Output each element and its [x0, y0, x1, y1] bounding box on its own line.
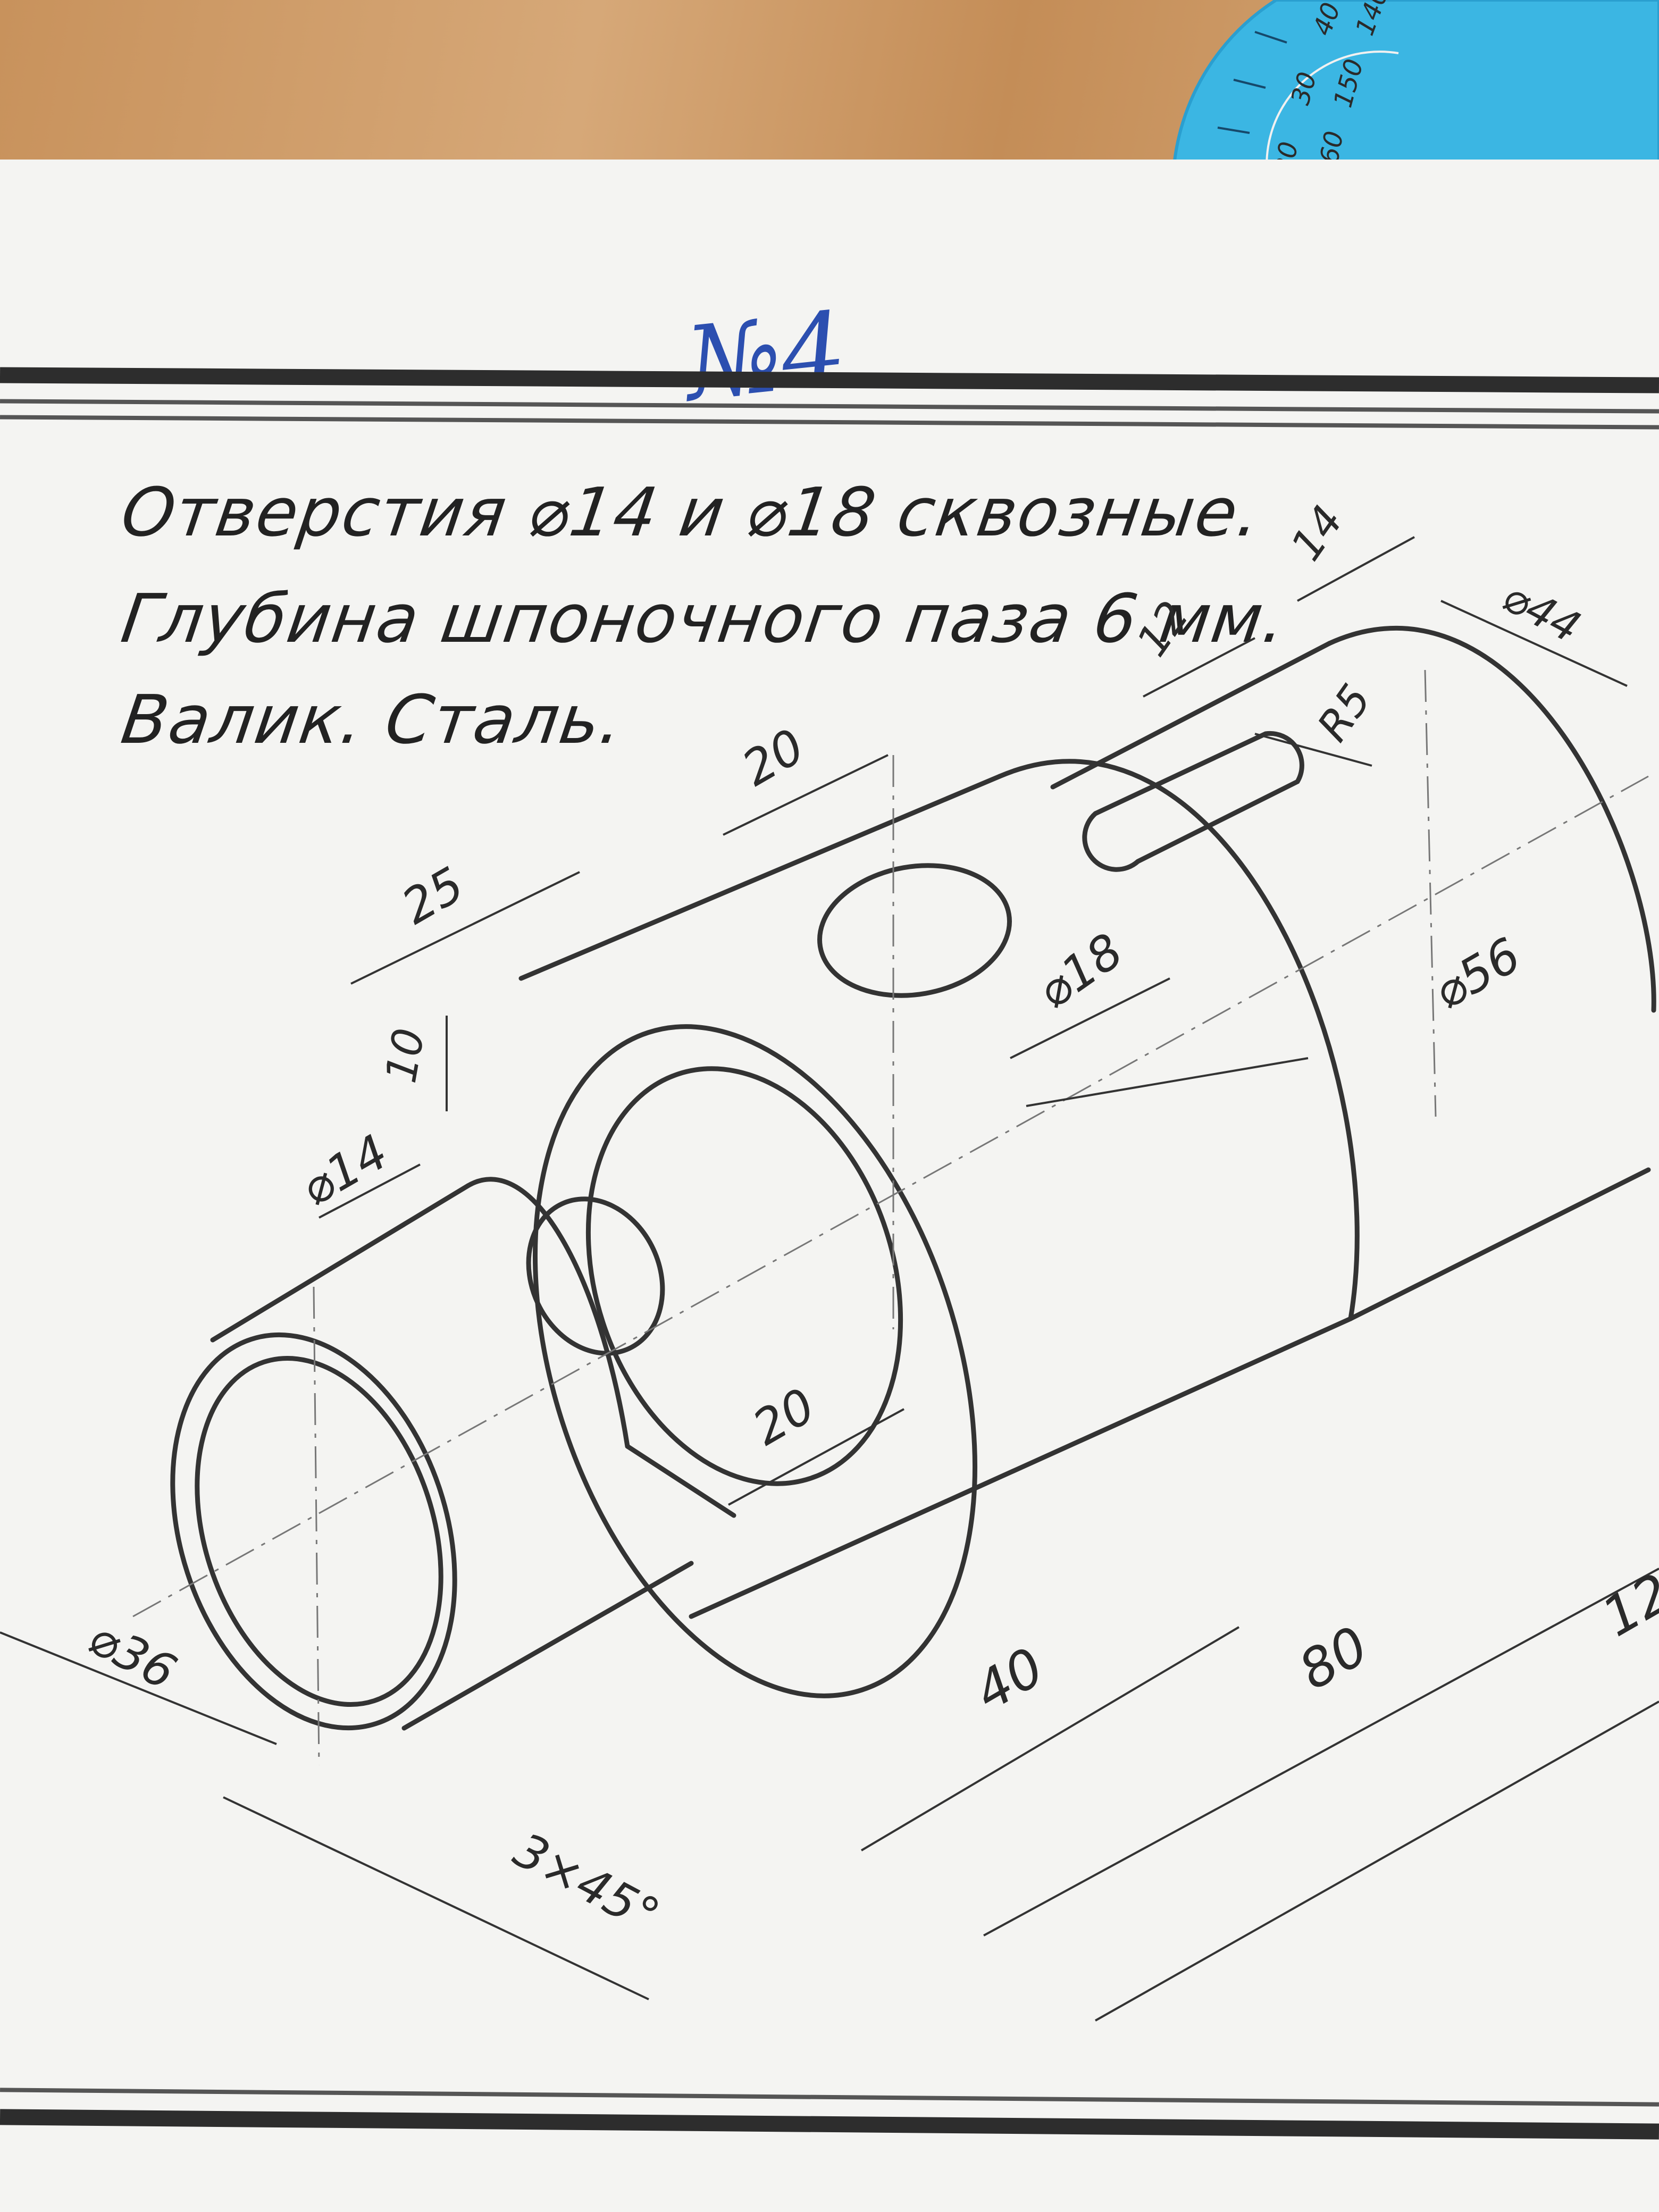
small-cylinder-bottom [401, 1561, 694, 1731]
keyway-axis [1424, 669, 1437, 1117]
collar-inner [585, 1066, 903, 1486]
right-shaft-bottom [1348, 1167, 1651, 1321]
right-shaft-end [1327, 626, 1656, 1013]
dim-25: 25 [393, 857, 474, 935]
slot-front-face [465, 1177, 630, 1449]
dim-dia56: ⌀56 [1425, 927, 1530, 1020]
right-shaft-top [1050, 641, 1332, 790]
dim-12-partial: 12 [1592, 1561, 1659, 1649]
large-cylinder-bottom [689, 1316, 1353, 1619]
hole-dia14 [526, 1196, 665, 1356]
dim-14-top: 14 [1281, 497, 1353, 569]
hole-axis-14 [313, 1286, 320, 1766]
small-cylinder-top [210, 1183, 471, 1343]
end-face-chamfer [195, 1356, 443, 1707]
end-face-outer [170, 1332, 457, 1731]
dim-10: 10 [376, 1025, 434, 1086]
dim-80: 80 [1289, 1614, 1379, 1702]
slot-bottom-edge [625, 1444, 736, 1518]
main-axis [132, 775, 1649, 1618]
dim-40: 40 [965, 1636, 1054, 1723]
large-cylinder-top [518, 774, 1002, 981]
keyway [1082, 731, 1304, 872]
hole-dia18 [817, 863, 1012, 998]
paper-sheet [0, 160, 1659, 2212]
dim-dia44: ⌀44 [1495, 572, 1588, 653]
dim-chamfer: 3×45° [505, 1822, 668, 1945]
large-cylinder-end [997, 759, 1360, 1321]
collar-outer [533, 1024, 977, 1698]
dim-20-top: 20 [733, 718, 814, 797]
dim-r5: R5 [1308, 675, 1380, 750]
dim-20-bottom: 20 [744, 1378, 825, 1456]
dim-12: 12 [1127, 592, 1199, 665]
dim-dia36: ⌀36 [80, 1610, 185, 1701]
